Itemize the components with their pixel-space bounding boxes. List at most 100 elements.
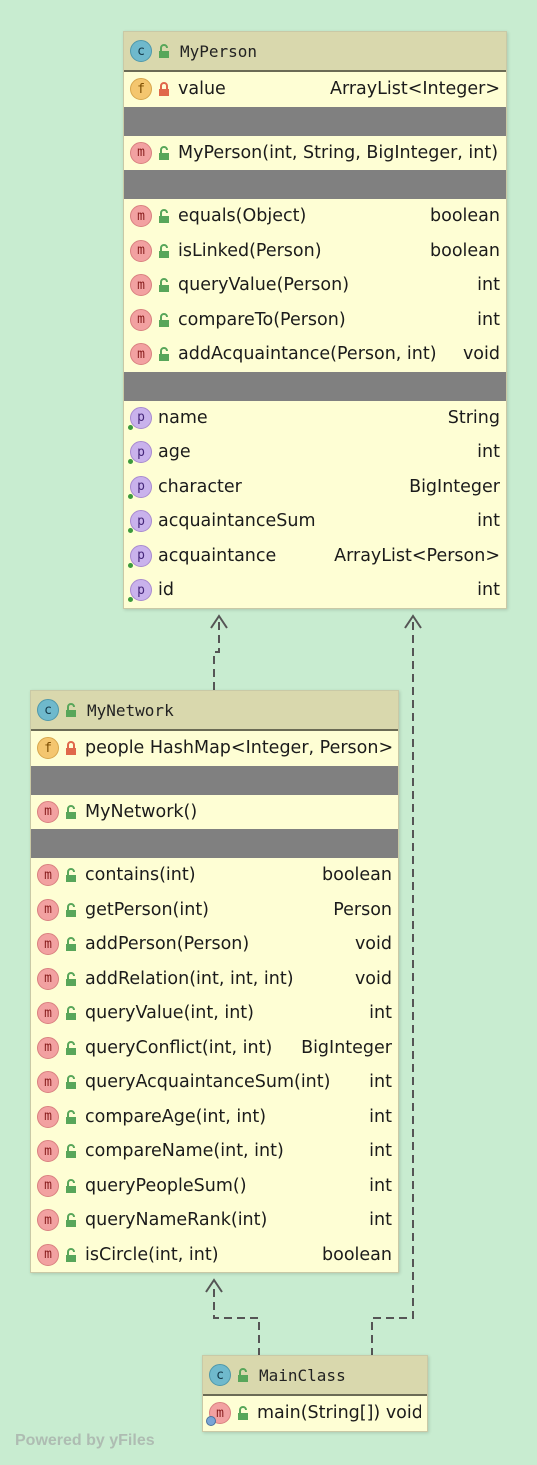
method-label: compareName(int, int) [85,1141,284,1162]
public-lock-icon [63,971,79,987]
class-name: MyPerson [180,41,258,61]
public-lock-icon [63,902,79,918]
method-label: queryValue(Person) [178,275,350,296]
class-box-mynetwork[interactable]: c MyNetwork f people HashMap<Integer, Per… [30,690,399,1273]
class-name: MyNetwork [87,700,174,720]
method-type: void [354,934,392,955]
method-type: int [369,1072,392,1093]
method-icon: m [37,933,59,956]
method-icon: m [37,1174,59,1197]
field-label: value [178,79,226,100]
arrowhead-mynetwork [205,1278,223,1293]
public-lock-icon [63,702,79,718]
public-lock-icon [156,277,172,293]
property-type: String [447,407,500,428]
section-separator [124,371,506,401]
class-icon: c [130,40,152,62]
method-row[interactable]: m queryPeopleSum() int [31,1169,398,1204]
property-type: ArrayList<Person> [334,545,500,566]
property-label: acquaintanceSum [158,511,316,532]
method-type: void [354,968,392,989]
public-lock-icon [156,312,172,328]
property-row[interactable]: p character BigInteger [124,470,506,505]
public-lock-icon [63,1247,79,1263]
method-type: int [477,309,500,330]
method-icon: m [37,967,59,990]
arrowhead-myperson-left [210,614,228,629]
method-icon: m [130,205,152,228]
constructor-icon: m [130,141,152,164]
field-label: people HashMap<Integer, Person> [85,738,392,759]
method-type: BigInteger [301,1037,392,1058]
field-row[interactable]: f people HashMap<Integer, Person> [31,731,398,766]
property-label: age [158,442,191,463]
field-type: ArrayList<Integer> [329,79,500,100]
public-lock-icon [235,1367,251,1383]
method-label: getPerson(int) [85,899,210,920]
method-icon: m [130,308,152,331]
method-label: contains(int) [85,865,196,886]
watermark: Powered by yFiles [15,1432,155,1449]
public-lock-icon [63,1212,79,1228]
class-box-myperson[interactable]: c MyPerson f value ArrayList<Integer> m MyP… [123,31,507,609]
public-lock-icon [63,936,79,952]
property-type: BigInteger [409,476,500,497]
getter-dot-icon [128,528,133,534]
constructor-row[interactable]: m MyPerson(int, String, BigInteger, int) [124,136,506,171]
method-type: int [369,1175,392,1196]
constructor-icon: m [37,800,59,823]
method-type: boolean [322,1244,392,1265]
method-icon: m [37,1140,59,1163]
field-icon: f [37,737,59,760]
edge-mynetwork-to-myperson [213,620,220,690]
method-row[interactable]: m addRelation(int, int, int) void [31,962,398,997]
method-type: int [369,1003,392,1024]
method-icon: m [37,1105,59,1128]
property-icon: p [128,475,152,499]
constructor-label: MyPerson(int, String, BigInteger, int) [178,142,499,163]
method-type: int [369,1106,392,1127]
method-icon: m [37,1243,59,1266]
public-lock-icon [63,1040,79,1056]
field-row[interactable]: f value ArrayList<Integer> [124,72,506,107]
method-type: int [369,1210,392,1231]
property-label: character [158,476,242,497]
class-icon: c [37,699,59,721]
method-label: queryValue(int, int) [85,1003,254,1024]
public-lock-icon [156,243,172,259]
method-label: addRelation(int, int, int) [85,968,294,989]
getter-dot-icon [128,493,133,499]
public-lock-icon [156,208,172,224]
runnable-class-icon: c [209,1364,231,1386]
method-label: queryConflict(int, int) [85,1037,273,1058]
public-lock-icon [63,867,79,883]
field-icon: f [130,78,152,101]
property-label: name [158,407,208,428]
method-label: queryPeopleSum() [85,1175,247,1196]
method-icon: m [37,1209,59,1232]
